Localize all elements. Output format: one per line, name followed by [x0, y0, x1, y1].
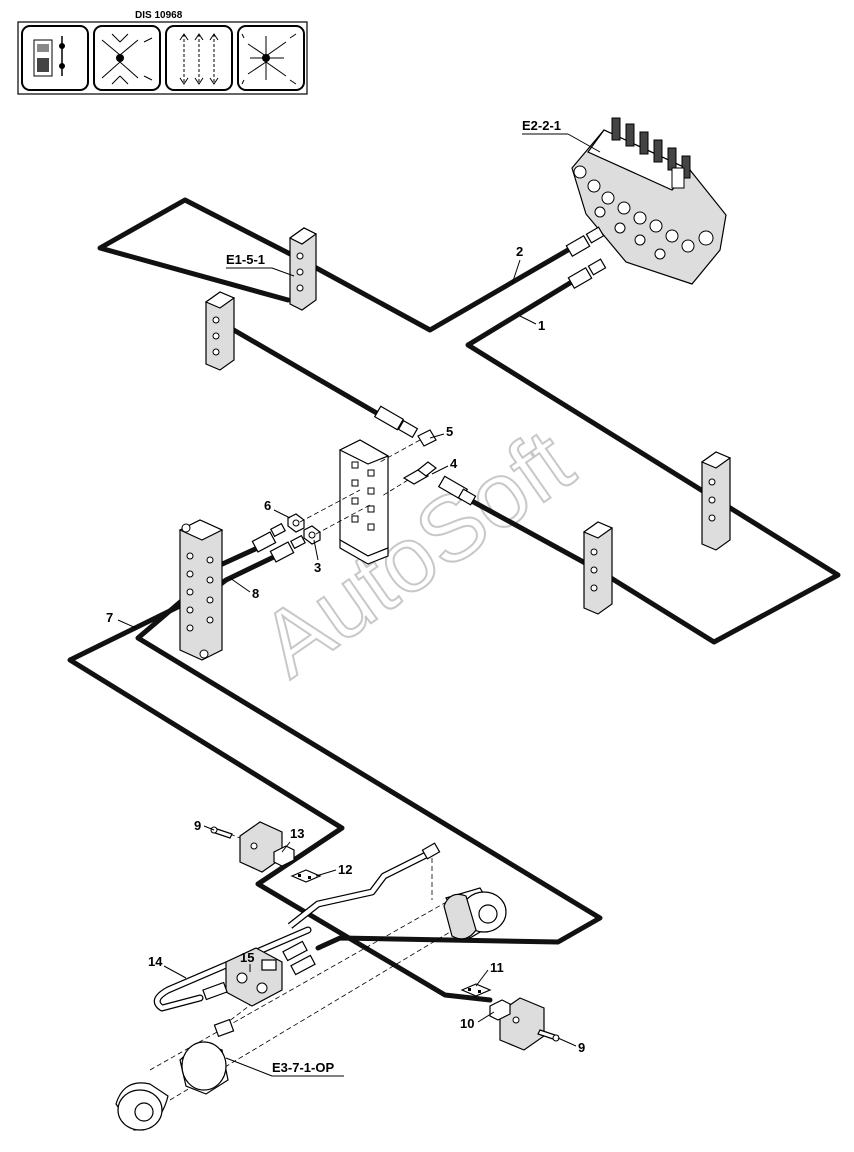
- header-icon-strip: DIS 10968: [17, 10, 308, 95]
- clamp-half-upper: [239, 821, 295, 873]
- hydraulic-cylinder: [115, 887, 507, 1131]
- callout-9-upper: 9: [194, 818, 201, 833]
- valve-15: [202, 940, 316, 1007]
- callout-14: 14: [148, 954, 163, 969]
- clamp-block-left: [204, 291, 236, 371]
- mounting-bracket: [338, 439, 390, 565]
- plate-12: [290, 869, 322, 883]
- callout-6: 6: [264, 498, 271, 513]
- clamp-block-right: [700, 451, 732, 551]
- clamp-block-upper: [288, 227, 318, 311]
- callout-12: 12: [338, 862, 352, 877]
- dis-code: DIS 10968: [135, 10, 183, 21]
- control-valve-block: [565, 117, 727, 290]
- callouts: 1 2 3 4 5 6 7 8 9 9 10 11 12 13 14 15: [106, 244, 585, 1055]
- hose-2: [97, 197, 571, 333]
- callout-10: 10: [460, 1016, 474, 1031]
- arrows-updown-icon: [165, 25, 233, 91]
- ref-clamp: E1-5-1: [226, 252, 265, 267]
- callout-1: 1: [538, 318, 545, 333]
- ref-cylinder: E3-7-1-OP: [272, 1060, 334, 1075]
- callout-7: 7: [106, 610, 113, 625]
- callout-3: 3: [314, 560, 321, 575]
- bolt-9-upper: [210, 826, 233, 839]
- reference-labels: E2-2-1 E1-5-1 E3-7-1-OP: [225, 118, 601, 1077]
- ref-valve-block: E2-2-1: [522, 118, 561, 133]
- plate-11: [460, 983, 492, 997]
- excavator-arrows-icon: [237, 25, 305, 91]
- hose-lower-feed: [217, 319, 383, 418]
- callout-2: 2: [516, 244, 523, 259]
- callout-5: 5: [446, 424, 453, 439]
- bolt-9-lower: [537, 1029, 560, 1042]
- callout-15: 15: [240, 950, 254, 965]
- callout-8: 8: [252, 586, 259, 601]
- tube-14-inner: [154, 927, 311, 1011]
- control-box-icon: [21, 25, 89, 91]
- clamp-block-mid-right: [582, 521, 614, 615]
- watermark: AutoSoft: [243, 410, 591, 696]
- callout-11: 11: [490, 960, 504, 975]
- fittings: [251, 405, 477, 563]
- clamp-block-large: [178, 519, 224, 661]
- clamp-half-lower: [489, 997, 545, 1051]
- hose-8: [135, 589, 603, 951]
- callout-13: 13: [290, 826, 304, 841]
- callout-9-lower: 9: [578, 1040, 585, 1055]
- hose-1: [465, 280, 841, 645]
- callout-4: 4: [450, 456, 458, 471]
- hose-7: [67, 599, 493, 1003]
- excavator-crossed-icon: [93, 25, 161, 91]
- rigid-pipe-inner: [288, 849, 434, 928]
